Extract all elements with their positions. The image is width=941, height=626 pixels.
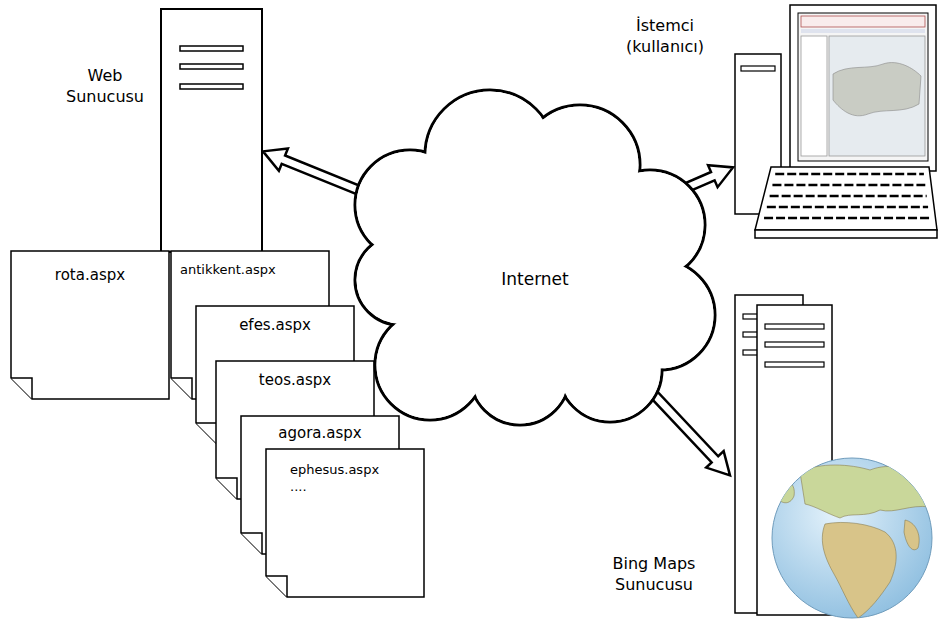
tower-case (161, 9, 262, 252)
web-server-tower: Web Sunucusu (160, 8, 263, 253)
bing-maps-servers: Bing Maps Sunucusu (730, 292, 938, 622)
text-run: Internet (501, 268, 569, 290)
key-row (764, 217, 929, 219)
text-run: agora.aspx (278, 424, 361, 444)
screen-map-land (833, 63, 921, 116)
text-run: ephesus.aspx (290, 462, 379, 479)
globe-land (800, 465, 930, 518)
drive-slot (765, 342, 824, 347)
text-run: .... (290, 479, 307, 496)
map-server-label: Bing Maps Sunucusu (592, 554, 716, 596)
text-area: agora.aspx (240, 424, 400, 444)
aspx-file: ephesus.aspx.... (265, 448, 425, 598)
file-name: efes.aspx (195, 316, 355, 336)
internet-cloud: Internet (330, 85, 720, 430)
text-area: Web Sunucusu (56, 66, 154, 108)
file-sheet (11, 251, 169, 399)
text-area: rota.aspx (10, 266, 170, 286)
drive-slot (180, 84, 243, 89)
client-label: İstemci (kullanıcı) (601, 16, 729, 58)
key-row (767, 206, 928, 208)
drive-slot (741, 66, 775, 71)
file-name: rota.aspx (10, 266, 170, 286)
file-fold (241, 533, 262, 554)
file-fold (171, 378, 192, 399)
keyboard (755, 167, 937, 230)
monitor-screen (798, 13, 928, 161)
globe (772, 458, 932, 618)
keyboard-front (755, 230, 937, 238)
text-area: efes.aspx (195, 316, 355, 336)
key-row (770, 195, 927, 197)
monitor-frame (790, 5, 936, 171)
globe-land (880, 442, 940, 474)
screen-map (829, 36, 925, 156)
ellipsis-text: .... (290, 479, 425, 496)
client-computer-outline (733, 4, 938, 242)
text-area: Bing Maps Sunucusu (592, 554, 716, 596)
cloud-fill (402, 152, 649, 399)
text-run: teos.aspx (259, 371, 331, 391)
key-row (775, 173, 924, 175)
globe-land (776, 481, 794, 503)
file-name: teos.aspx (215, 371, 375, 391)
internet-cloud-outline (330, 85, 720, 430)
text-area: ephesus.aspx.... (265, 462, 425, 496)
text-area: İstemci (kullanıcı) (601, 16, 729, 58)
globe-land (822, 522, 896, 618)
text-area: teos.aspx (215, 371, 375, 391)
globe-land (904, 520, 919, 550)
drive-slot (765, 324, 824, 329)
text-area: Internet (350, 268, 720, 290)
file-fold (216, 478, 237, 499)
key-row (772, 184, 925, 186)
server-label: Web Sunucusu (56, 66, 154, 108)
file-name: antikkent.aspx (180, 262, 330, 279)
drive-slot (180, 64, 243, 69)
network-label: Internet (350, 268, 720, 290)
drive-slot (765, 362, 824, 367)
screen-side-panel (801, 36, 827, 156)
text-run: efes.aspx (239, 316, 311, 336)
screen-menu-bar (801, 29, 925, 33)
file-fold (11, 378, 32, 399)
text-area: antikkent.aspx (170, 262, 330, 279)
file-sheet (266, 449, 424, 597)
file-name: agora.aspx (240, 424, 400, 444)
file-name: ephesus.aspx (290, 462, 425, 479)
aspx-file: rota.aspx (10, 250, 170, 400)
file-fold (196, 423, 217, 444)
screen-title-bar (801, 16, 925, 27)
drive-slot (180, 46, 243, 51)
file-fold (266, 576, 287, 597)
client-computer: İstemci (kullanıcı) (733, 4, 938, 242)
text-run: rota.aspx (55, 266, 125, 286)
bing-maps-servers-outline (730, 292, 938, 622)
text-run: antikkent.aspx (180, 262, 276, 279)
web-server-tower-outline (160, 8, 263, 253)
